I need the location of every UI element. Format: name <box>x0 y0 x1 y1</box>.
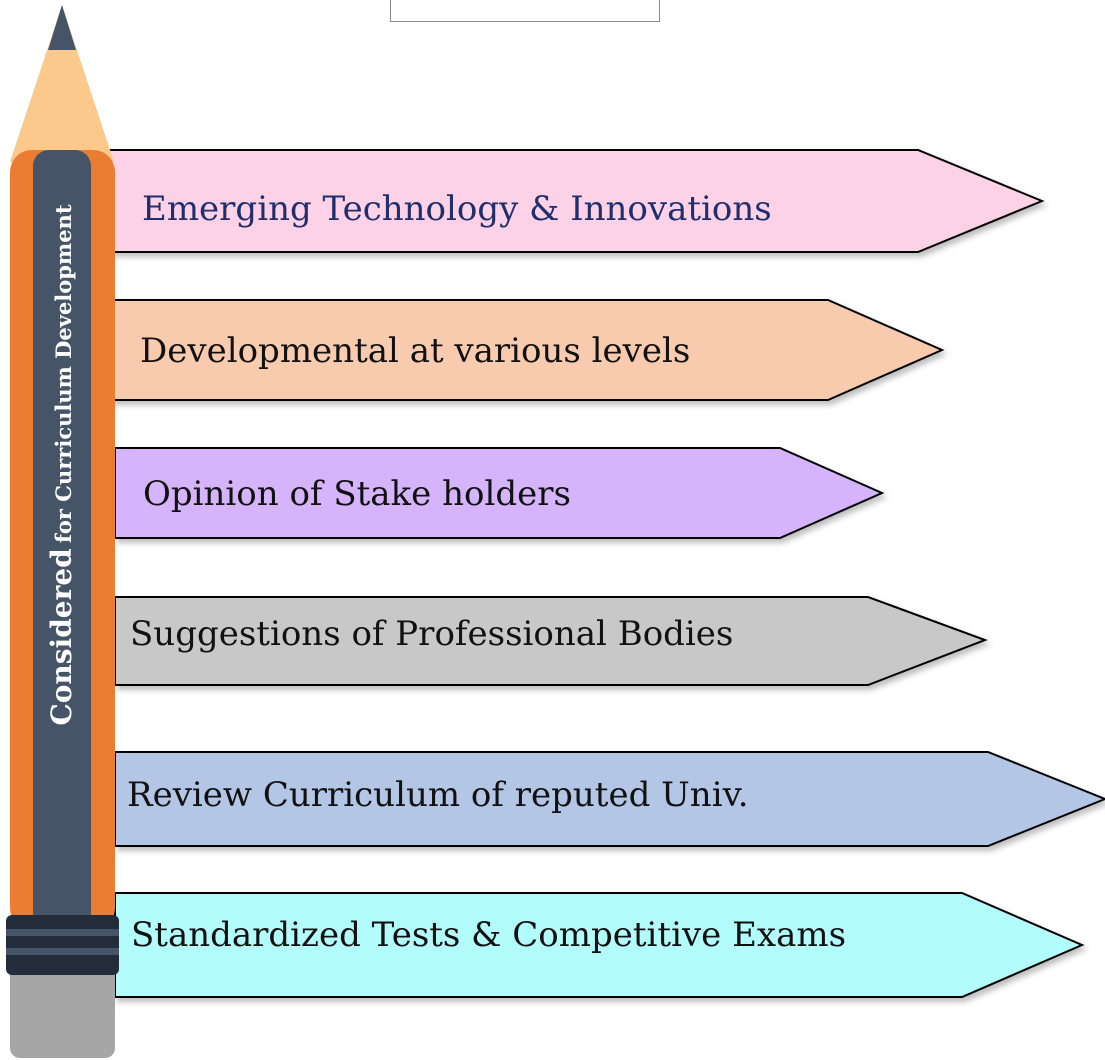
pencil-eraser <box>10 950 115 1058</box>
pencil-label: Considered for Curriculum Development <box>45 204 78 726</box>
arrow-label-stakeholder-opinion: Opinion of Stake holders <box>143 474 571 514</box>
pencil-label-main: Considered <box>45 548 78 726</box>
arrow-label-developmental-levels: Developmental at various levels <box>140 331 691 371</box>
arrow-shapes <box>107 149 1105 998</box>
arrow-label-standardized-tests: Standardized Tests & Competitive Exams <box>131 915 847 955</box>
pencil-ferrule-stripe <box>6 929 119 936</box>
pencil <box>6 5 119 1058</box>
arrow-label-reputed-universities: Review Curriculum of reputed Univ. <box>127 775 749 815</box>
pencil-label-rest: for Curriculum Development <box>51 204 76 544</box>
top-frame-box <box>390 0 660 22</box>
pencil-graphite-tip <box>48 5 76 50</box>
pencil-wood-tip <box>10 5 114 162</box>
pencil-body-core <box>33 150 91 930</box>
pencil-ferrule-stripe <box>6 948 119 955</box>
arrow-label-professional-bodies: Suggestions of Professional Bodies <box>130 614 734 654</box>
arrow-label-emerging-technology: Emerging Technology & Innovations <box>142 189 772 229</box>
pencil-ferrule-band <box>6 915 119 975</box>
